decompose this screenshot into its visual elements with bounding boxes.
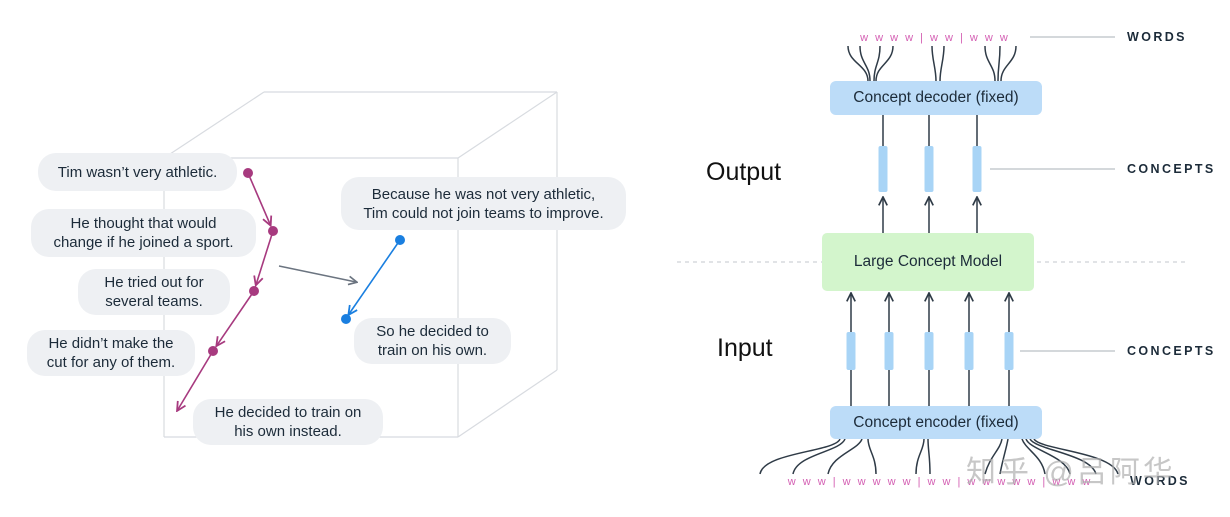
cube-edge-6 [457,91,558,159]
story-bubble-5: He decided to train on his own instead. [193,399,383,445]
input-label: Input [717,334,773,362]
input-concept-5 [1004,332,1014,370]
decoder-word-link-8 [997,45,1001,82]
concepts-input-tag: CONCEPTS [1127,344,1216,358]
story-point-1 [243,168,253,178]
bottom-word-tokens: w w w | w w w w w | w w | w w w w w | w … [787,476,1093,488]
cube-edge-5 [163,91,265,159]
input-concept-2 [884,332,894,370]
large-concept-model-box: Large Concept Model [822,233,1034,291]
output-concept-1 [878,146,888,192]
output-concept-2 [924,146,934,192]
decoder-word-link-5 [931,45,937,82]
word-encoder-link-12 [1033,438,1119,475]
word-encoder-link-9 [1021,438,1046,475]
decoder-word-link-7 [984,45,996,82]
story-arrow-2 [256,230,274,284]
word-encoder-link-8 [999,438,1009,475]
story-point-4 [208,346,218,356]
story-bubble-1: Tim wasn’t very athletic. [38,153,237,191]
word-encoder-link-3 [827,438,863,475]
story-arrow-3 [217,290,255,345]
summary-point-2 [341,314,351,324]
story-point-2 [268,226,278,236]
watermark: 知乎 @吕阿华 [966,456,1176,489]
story-bubble-3: He tried out for several teams. [78,269,230,315]
concept-decoder-box: Concept decoder (fixed) [830,81,1042,115]
word-encoder-link-5 [915,438,925,475]
word-encoder-link-7 [984,438,1003,475]
story-bubble-4: He didn’t make the cut for any of them. [27,330,195,376]
words-top-tag: WORDS [1127,30,1187,44]
top-word-tokens: w w w w | w w | w w w [859,32,1010,44]
input-concept-1 [846,332,856,370]
summary-bubble-1: Because he was not very athletic, Tim co… [341,177,626,230]
input-concept-3 [924,332,934,370]
story-arrow-1 [247,172,270,225]
words-bottom-tag: WORDS [1130,474,1190,488]
cube-edge-7 [457,369,558,438]
output-concept-3 [972,146,982,192]
decoder-word-link-1 [847,45,869,82]
decoder-word-link-3 [873,45,881,82]
word-encoder-link-2 [792,438,846,475]
story-point-3 [249,286,259,296]
story-bubble-2: He thought that would change if he joine… [31,209,256,257]
decoder-word-link-6 [939,45,945,82]
concept-encoder-box: Concept encoder (fixed) [830,406,1042,439]
decoder-word-link-4 [875,45,894,82]
concepts-output-tag: CONCEPTS [1127,162,1216,176]
word-encoder-link-1 [759,438,841,475]
word-encoder-link-6 [927,438,931,475]
story-arrow-4 [178,350,214,410]
summary-arrow [349,239,401,314]
word-encoder-link-10 [1025,438,1071,475]
decoder-word-link-2 [859,45,871,82]
word-encoder-link-4 [867,438,877,475]
decoder-word-link-9 [1000,45,1017,82]
summary-bubble-2: So he decided to train on his own. [354,318,511,364]
word-encoder-link-11 [1029,438,1097,475]
input-concept-4 [964,332,974,370]
output-label: Output [706,158,782,186]
transform-arrow [278,265,356,282]
